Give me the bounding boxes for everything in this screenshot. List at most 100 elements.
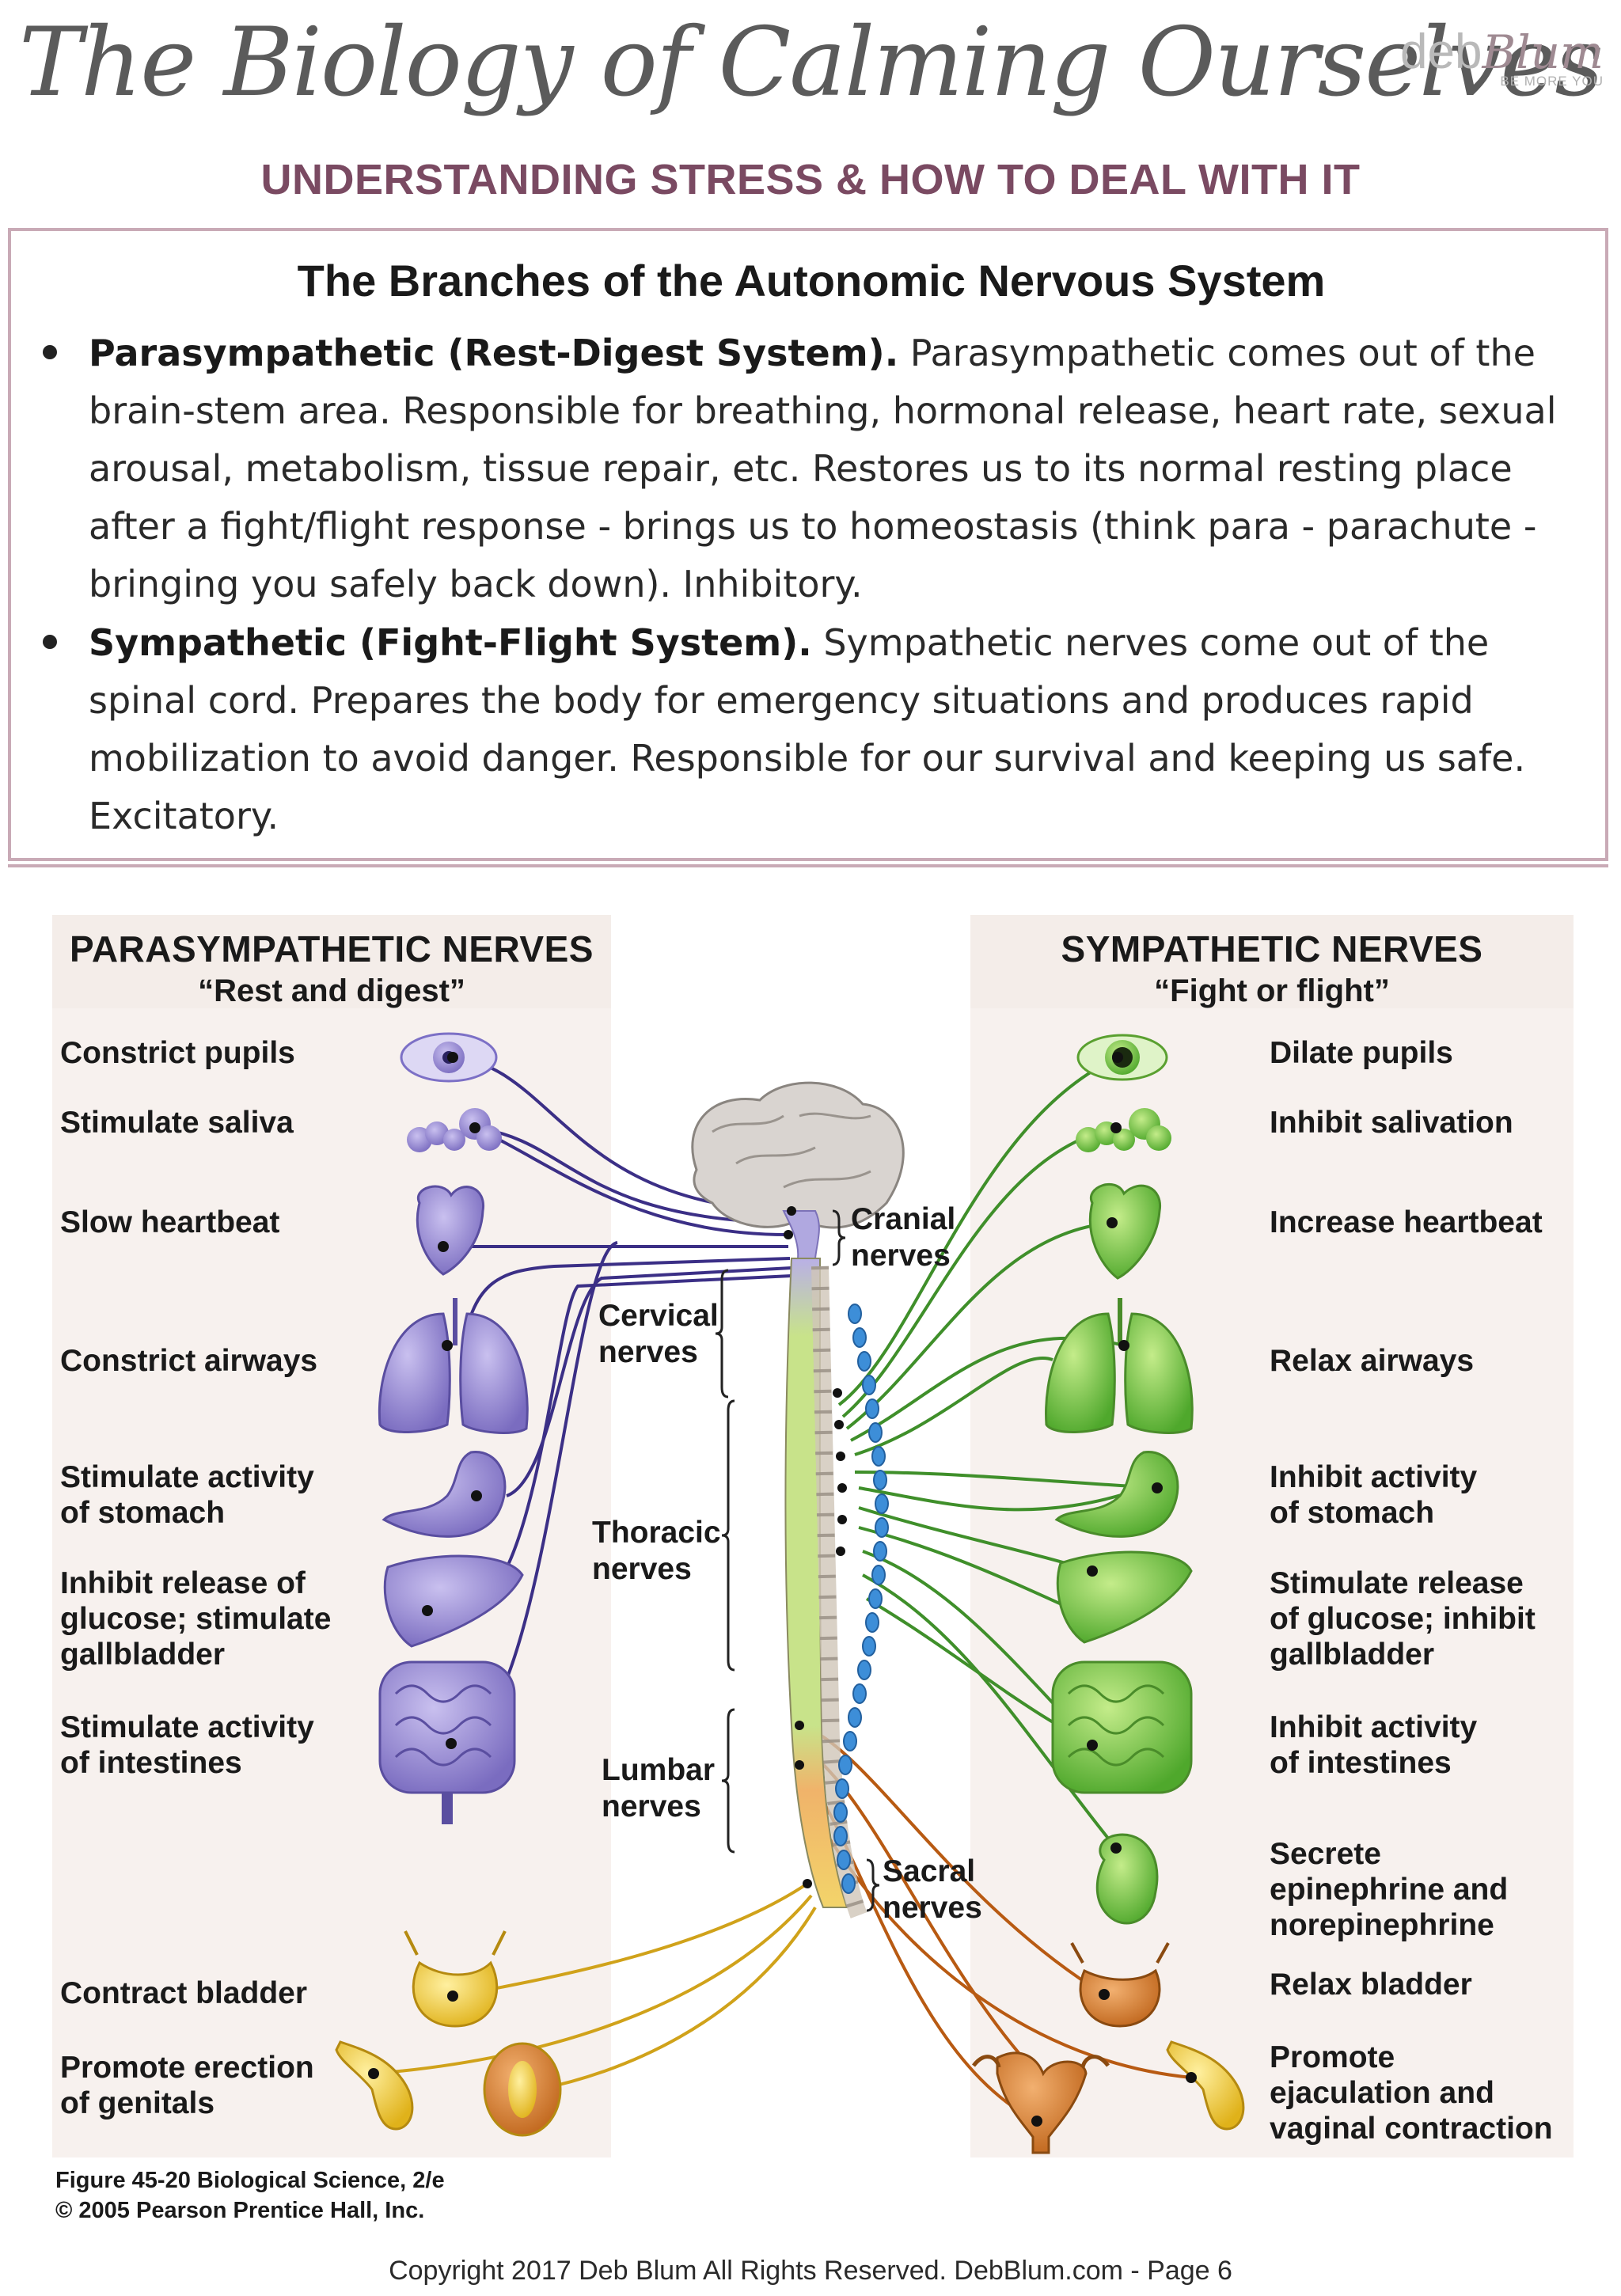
bullet-body: Parasympathetic comes out of the brain-s…	[89, 332, 1557, 605]
label-stimulate-glucose: Stimulate release of glucose; inhibit ga…	[1270, 1565, 1536, 1672]
label-line: norepinephrine	[1270, 1908, 1494, 1942]
bullet-dot	[43, 635, 57, 649]
label-line: of stomach	[60, 1496, 226, 1530]
label-line: nerves	[598, 1335, 698, 1369]
parasympathetic-title: PARASYMPATHETIC NERVES	[70, 928, 594, 970]
stomach-icon-symp	[1054, 1451, 1179, 1538]
label-line: Slow heartbeat	[60, 1205, 280, 1239]
caption-line: Figure 45-20 Biological Science, 2/e	[55, 2168, 445, 2193]
page-title: The Biology of Calming Ourselves	[18, 8, 1604, 118]
label-line: Relax bladder	[1270, 1968, 1472, 2002]
label-line: Cervical	[598, 1299, 719, 1333]
label-line: Promote	[1270, 2040, 1395, 2074]
label-inhibit-glucose: Inhibit release of glucose; stimulate ga…	[60, 1565, 331, 1672]
spinal-cord	[784, 1258, 867, 1918]
label-line: of glucose; inhibit	[1270, 1602, 1536, 1636]
label-contract-bladder: Contract bladder	[60, 1975, 307, 2011]
heart-icon-symp	[1088, 1183, 1161, 1280]
bullet-text: Sympathetic (Fight-Flight System). Sympa…	[89, 614, 1570, 845]
label-line: Inhibit activity	[1270, 1460, 1478, 1494]
logo-deb-text: deb	[1400, 25, 1482, 79]
label-line: Inhibit salivation	[1270, 1106, 1513, 1140]
label-line: Contract bladder	[60, 1976, 308, 2010]
label-line: ejaculation and	[1270, 2076, 1494, 2110]
stomach-icon-para	[382, 1451, 507, 1538]
bladder-icon-symp	[1070, 1942, 1170, 2028]
sympathetic-panel	[970, 915, 1574, 2157]
label-line: Inhibit release of	[60, 1566, 306, 1600]
label-line: Secrete	[1270, 1837, 1381, 1871]
salivary-glands-icon-symp	[1076, 1108, 1171, 1152]
bullet-term: Parasympathetic (Rest-Digest System).	[89, 332, 899, 374]
label-line: Stimulate activity	[60, 1460, 314, 1494]
label-line: Inhibit activity	[1270, 1710, 1478, 1744]
label-line: Promote erection	[60, 2051, 314, 2085]
label-lumbar-nerves: Lumbar nerves	[602, 1752, 715, 1825]
male-genital-icon-para	[335, 2040, 414, 2131]
heart-icon-para	[416, 1185, 484, 1276]
logo-tagline: BE MORE YOU	[1500, 74, 1604, 89]
sympathetic-title: SYMPATHETIC NERVES	[1061, 928, 1483, 970]
parasympathetic-organs	[335, 1032, 562, 2137]
label-line: Cranial	[851, 1202, 956, 1236]
label-dilate-pupils: Dilate pupils	[1270, 1035, 1453, 1071]
label-inhibit-intestines: Inhibit activity of intestines	[1270, 1710, 1477, 1781]
liver-icon-symp	[1056, 1550, 1193, 1644]
label-line: nerves	[883, 1891, 982, 1925]
brand-logo: debBlum BE MORE YOU	[1400, 24, 1604, 89]
label-inhibit-stomach: Inhibit activity of stomach	[1270, 1459, 1477, 1531]
label-line: glucose; stimulate	[60, 1602, 332, 1636]
label-line: Lumbar	[602, 1753, 716, 1787]
bullet-parasympathetic: Parasympathetic (Rest-Digest System). Pa…	[43, 324, 1570, 613]
sympathetic-chain	[833, 1304, 889, 1894]
label-line: nerves	[602, 1789, 701, 1824]
label-stimulate-stomach: Stimulate activity of stomach	[60, 1459, 314, 1531]
label-line: nerves	[592, 1552, 692, 1586]
label-relax-airways: Relax airways	[1270, 1343, 1474, 1379]
bullet-sympathetic: Sympathetic (Fight-Flight System). Sympa…	[43, 614, 1570, 845]
info-heading: The Branches of the Autonomic Nervous Sy…	[297, 256, 1326, 306]
bullet-body: Sympathetic nerves come out of the spina…	[89, 621, 1526, 837]
sympathetic-header: SYMPATHETIC NERVES “Fight or flight”	[970, 915, 1574, 1008]
label-line: of intestines	[60, 1746, 242, 1780]
info-box: The Branches of the Autonomic Nervous Sy…	[8, 228, 1608, 867]
intestines-icon-symp	[1051, 1660, 1193, 1794]
label-line: Relax airways	[1270, 1344, 1475, 1378]
lungs-icon-symp	[1045, 1298, 1194, 1434]
label-line: Constrict airways	[60, 1344, 318, 1378]
sympathetic-nerve-lines	[837, 1056, 1158, 1850]
adrenal-kidney-icon-symp	[1095, 1833, 1159, 1925]
label-line: Dilate pupils	[1270, 1036, 1453, 1070]
female-genital-icon-para	[483, 2042, 562, 2137]
label-sacral-nerves: Sacral nerves	[883, 1854, 982, 1926]
label-thoracic-nerves: Thoracic nerves	[592, 1515, 721, 1588]
sympathetic-organs	[972, 1034, 1245, 2154]
label-line: gallbladder	[60, 1638, 226, 1672]
label-cervical-nerves: Cervical nerves	[598, 1298, 719, 1371]
label-promote-erection: Promote erection of genitals	[60, 2050, 314, 2121]
male-genital-icon-symp	[1166, 2040, 1245, 2131]
label-line: Constrict pupils	[60, 1036, 295, 1070]
bladder-icon-para	[404, 1930, 507, 2028]
page-footer: Copyright 2017 Deb Blum All Rights Reser…	[389, 2256, 1232, 2286]
label-line: Stimulate saliva	[60, 1106, 294, 1140]
label-line: Sacral	[883, 1854, 976, 1888]
label-increase-heartbeat: Increase heartbeat	[1270, 1205, 1543, 1240]
label-cranial-nerves: Cranial nerves	[851, 1201, 955, 1274]
label-stimulate-intestines: Stimulate activity of intestines	[60, 1710, 314, 1781]
lungs-icon-para	[378, 1298, 529, 1434]
label-inhibit-salivation: Inhibit salivation	[1270, 1105, 1513, 1140]
label-promote-ejaculation: Promote ejaculation and vaginal contract…	[1270, 2040, 1553, 2146]
intestines-icon-para	[378, 1660, 516, 1824]
label-line: Thoracic	[592, 1516, 721, 1550]
label-line: of genitals	[60, 2086, 215, 2120]
label-line: nerves	[851, 1239, 951, 1273]
label-stimulate-saliva: Stimulate saliva	[60, 1105, 294, 1140]
label-line: of intestines	[1270, 1746, 1452, 1780]
bullet-dot	[43, 345, 57, 359]
label-line: vaginal contraction	[1270, 2112, 1553, 2146]
uterus-icon-symp	[972, 2051, 1110, 2154]
label-relax-bladder: Relax bladder	[1270, 1967, 1472, 2002]
label-line: of stomach	[1270, 1496, 1435, 1530]
page-subtitle: UNDERSTANDING STRESS & HOW TO DEAL WITH …	[260, 156, 1361, 203]
